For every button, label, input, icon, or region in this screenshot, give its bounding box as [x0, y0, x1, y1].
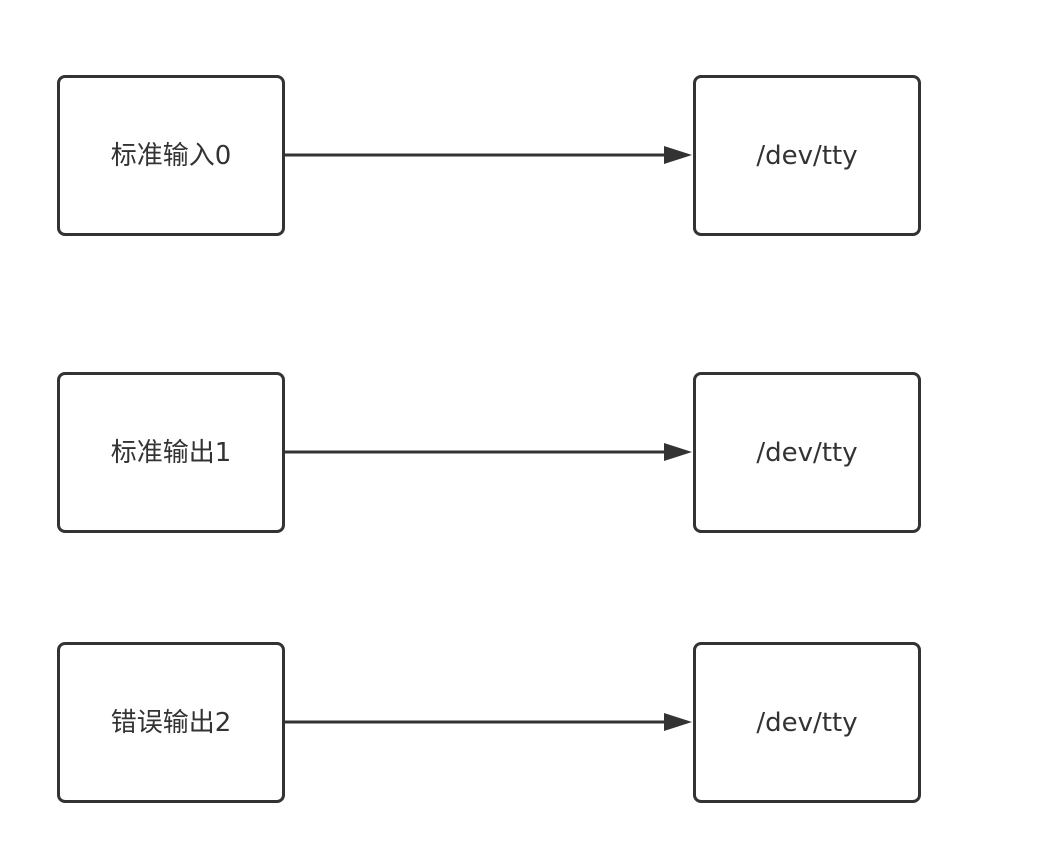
- node-label: /dev/tty: [756, 140, 858, 171]
- node-stdin: 标准输入0: [57, 75, 285, 236]
- node-dev-tty-stdin: /dev/tty: [693, 75, 921, 236]
- arrowhead-icon: [664, 443, 692, 461]
- node-label: /dev/tty: [756, 437, 858, 468]
- arrowhead-icon: [664, 146, 692, 164]
- node-label: 标准输出1: [110, 437, 232, 468]
- node-label: 标准输入0: [110, 140, 232, 171]
- connector-stdin: [285, 146, 692, 164]
- node-stderr: 错误输出2: [57, 642, 285, 803]
- node-dev-tty-stderr: /dev/tty: [693, 642, 921, 803]
- connector-stdout: [285, 443, 692, 461]
- node-stdout: 标准输出1: [57, 372, 285, 533]
- node-label: 错误输出2: [110, 707, 232, 738]
- arrowhead-icon: [664, 713, 692, 731]
- connector-stderr: [285, 713, 692, 731]
- node-dev-tty-stdout: /dev/tty: [693, 372, 921, 533]
- node-label: /dev/tty: [756, 707, 858, 738]
